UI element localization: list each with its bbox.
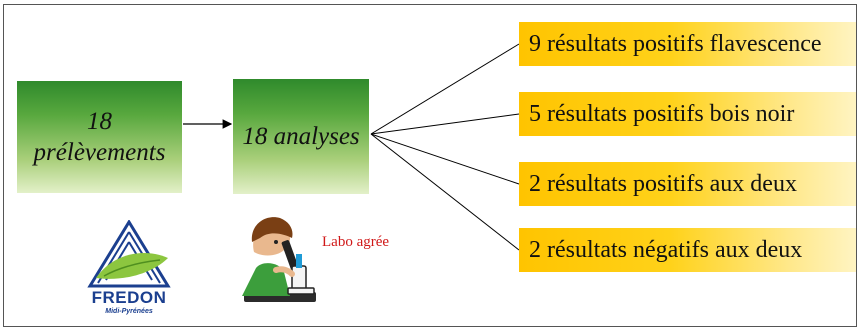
connector-line-1: [370, 43, 520, 135]
fredon-logo-icon: [87, 220, 171, 288]
fredon-logo-region: Midi-Pyrénées: [105, 308, 153, 315]
result-box: 2 résultats positifs aux deux: [519, 162, 856, 206]
analyses-label: 18 analyses: [242, 122, 360, 150]
prelevements-count: 18: [87, 107, 112, 135]
result-label: 2 résultats négatifs aux deux: [529, 236, 803, 263]
result-box: 2 résultats négatifs aux deux: [519, 228, 856, 272]
connector-line-3: [370, 133, 520, 185]
fredon-logo-name: FREDON: [91, 288, 167, 307]
result-label: 2 résultats positifs aux deux: [529, 170, 797, 197]
labo-label: Labo agrée: [322, 234, 390, 250]
diagram-frame: [3, 4, 857, 327]
result-box: 9 résultats positifs flavescence: [519, 22, 856, 66]
connector-line-4: [370, 133, 520, 251]
result-label: 9 résultats positifs flavescence: [529, 30, 822, 57]
result-label: 5 résultats positifs bois noir: [529, 100, 795, 127]
prelevements-label: prélèvements: [33, 139, 166, 166]
result-box: 5 résultats positifs bois noir: [519, 92, 856, 136]
connector-line-2: [370, 113, 520, 135]
prelevements-box: 18 prélèvements: [17, 81, 182, 193]
analyses-box: 18 analyses: [233, 79, 369, 194]
scientist-microscope-icon: [242, 217, 316, 302]
